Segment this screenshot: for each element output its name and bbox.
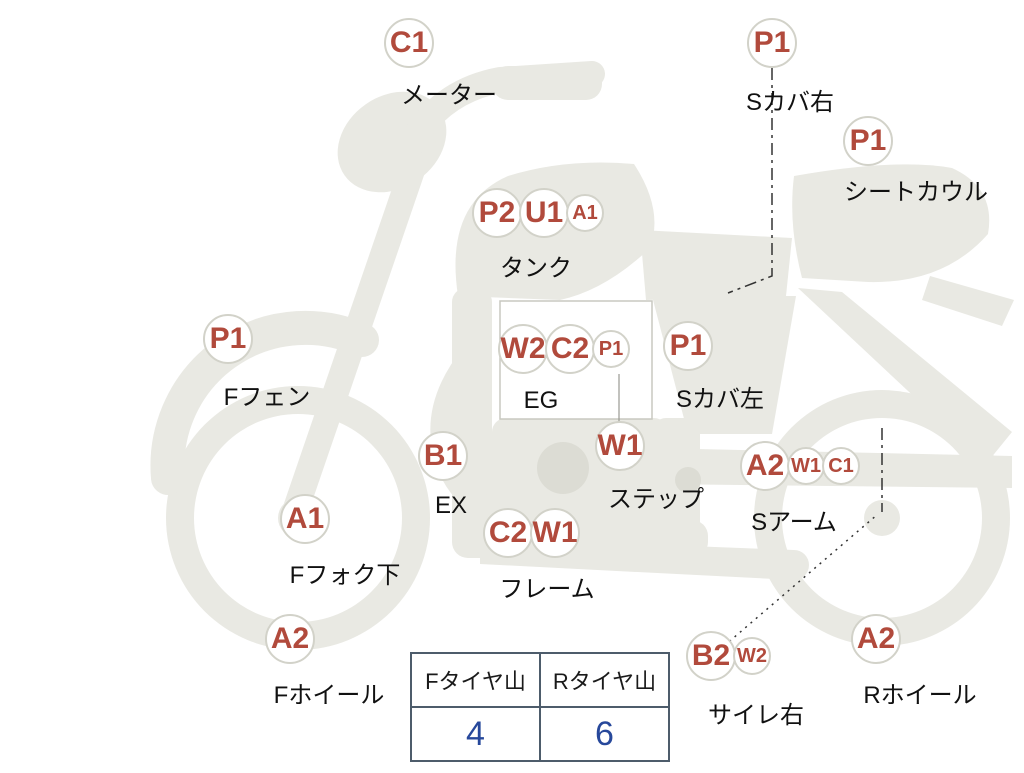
grade-badge-u1-tank: U1 — [519, 188, 569, 238]
grade-badge-w1-frame: W1 — [530, 508, 580, 558]
marker-badges-exhaust-pipe: B1 — [418, 431, 468, 481]
grade-badge-w1-swingarm: W1 — [787, 447, 825, 485]
leader-line-s-cover-right — [727, 68, 773, 294]
grade-badge-a2-r-wheel: A2 — [851, 614, 901, 664]
part-label-s-cover-right: Sカバ右 — [745, 89, 835, 116]
grade-badge-a1-f-fork-lower: A1 — [280, 494, 330, 544]
grade-badge-a2-swingarm: A2 — [740, 441, 790, 491]
part-label-f-fender: Fフェン — [223, 384, 311, 411]
grade-badge-w2-engine: W2 — [498, 324, 548, 374]
part-label-swingarm: Sアーム — [751, 509, 837, 536]
grade-badge-p1-engine: P1 — [592, 330, 630, 368]
marker-badges-r-wheel: A2 — [851, 614, 901, 664]
grade-badge-p1-f-fender: P1 — [203, 314, 253, 364]
grade-badge-w1-step: W1 — [595, 421, 645, 471]
leader-line-silencer-right — [723, 513, 879, 647]
part-label-f-fork-lower: Fフォク下 — [289, 562, 401, 589]
rear-tire-tread-header: Rタイヤ山 — [539, 652, 670, 708]
grade-badge-b2-silencer-right: B2 — [686, 631, 736, 681]
marker-badges-meter: C1 — [384, 18, 434, 68]
front-tire-tread-value: 4 — [410, 706, 541, 762]
grade-badge-p1-s-cover-left: P1 — [663, 321, 713, 371]
front-tire-tread-header: Fタイヤ山 — [410, 652, 541, 708]
part-label-seat-cowl: シートカウル — [844, 179, 988, 206]
grade-badge-c2-engine: C2 — [545, 324, 595, 374]
grade-badge-p1-seat-cowl: P1 — [843, 116, 893, 166]
grade-badge-a2-f-wheel: A2 — [265, 614, 315, 664]
grade-badge-b1-exhaust-pipe: B1 — [418, 431, 468, 481]
grade-badge-w2-silencer-right: W2 — [733, 637, 771, 675]
rear-tire-tread-value: 6 — [539, 706, 670, 762]
grade-badge-a1-tank: A1 — [566, 194, 604, 232]
marker-badges-step: W1 — [595, 421, 645, 471]
part-label-s-cover-left: Sカバ左 — [675, 386, 765, 413]
marker-badges-seat-cowl: P1 — [843, 116, 893, 166]
part-label-r-wheel: Rホイール — [863, 682, 977, 709]
marker-badges-f-fender: P1 — [203, 314, 253, 364]
grade-badge-c2-frame: C2 — [483, 508, 533, 558]
marker-badges-f-fork-lower: A1 — [280, 494, 330, 544]
part-label-tank: タンク — [500, 255, 572, 282]
marker-badges-f-wheel: A2 — [265, 614, 315, 664]
grade-badge-c1-swingarm: C1 — [822, 447, 860, 485]
grade-badge-p2-tank: P2 — [472, 188, 522, 238]
part-label-meter: メーター — [401, 82, 497, 109]
part-label-f-wheel: Fホイール — [273, 682, 385, 709]
grade-badge-p1-s-cover-right: P1 — [747, 18, 797, 68]
grade-badge-c1-meter: C1 — [384, 18, 434, 68]
tire-tread-table: Fタイヤ山 Rタイヤ山 4 6 — [410, 652, 670, 762]
marker-badges-s-cover-left: P1 — [663, 321, 713, 371]
part-label-engine: EG — [523, 387, 559, 414]
marker-badges-s-cover-right: P1 — [747, 18, 797, 68]
part-label-step: ステップ — [608, 486, 704, 513]
part-label-frame: フレーム — [499, 576, 595, 603]
part-label-silencer-right: サイレ右 — [708, 702, 804, 729]
part-label-exhaust-pipe: EX — [434, 492, 468, 519]
